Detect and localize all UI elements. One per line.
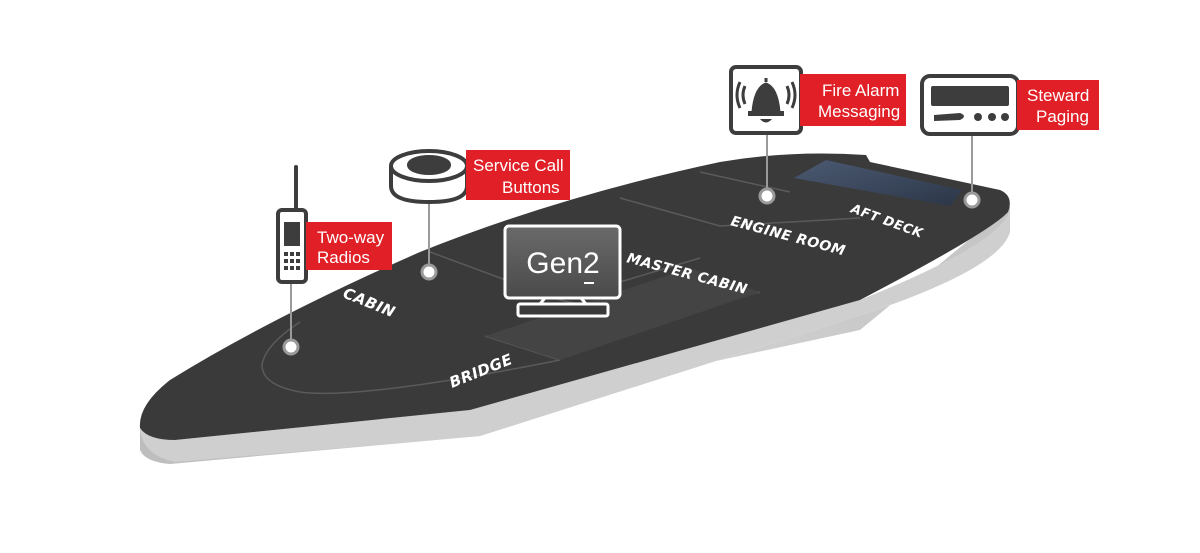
radio-icon	[276, 165, 308, 284]
callout-radios-line1: Two-way	[317, 228, 385, 247]
pager-icon	[920, 74, 1020, 136]
hull-side	[140, 206, 1010, 464]
callout-steward: Steward Paging	[1017, 80, 1099, 130]
hull-side-lower	[140, 210, 1010, 462]
callout-fire-line2: Messaging	[818, 102, 900, 121]
call-button-icon	[389, 149, 469, 205]
monitor-icon: Gen2	[503, 224, 622, 318]
callout-service: Service Call Buttons	[466, 150, 570, 200]
callout-service-line2: Buttons	[502, 178, 560, 197]
callout-radios-line2: Radios	[317, 248, 370, 267]
callout-steward-line2: Paging	[1036, 107, 1089, 126]
callout-steward-line1: Steward	[1027, 86, 1089, 105]
solar-panel	[794, 160, 962, 206]
bell-icon	[729, 65, 803, 135]
callout-fire: Fire Alarm Messaging	[800, 74, 906, 126]
gen2-logo: Gen2	[526, 247, 599, 280]
callout-fire-line1: Fire Alarm	[822, 81, 899, 100]
callout-radios: Two-way Radios	[306, 222, 392, 270]
callout-service-line1: Service Call	[473, 156, 564, 175]
callout-dots	[282, 187, 981, 356]
master-cabin-zone	[485, 268, 760, 360]
callout-lines	[290, 130, 973, 345]
